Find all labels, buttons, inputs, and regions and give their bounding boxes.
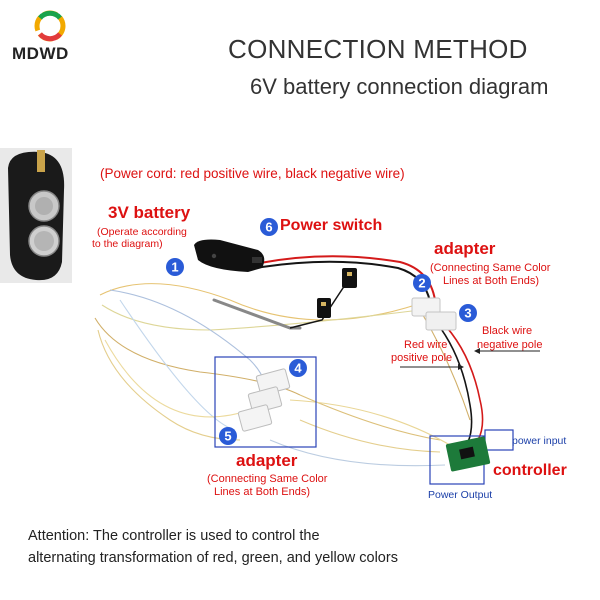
battery-note-line1: (Operate according [97,226,187,238]
black-wire-label: Black wire [482,325,533,337]
positive-pole-label: positive pole [391,352,453,364]
marker-4-label: 4 [294,361,302,376]
marker-3-icon: 3 [459,304,477,322]
marker-4-icon: 4 [289,359,307,377]
switch-block-a [342,268,357,288]
power-input-box [484,429,514,451]
power-switch-label: Power switch [280,217,383,234]
adapter-bottom-title: adapter [236,451,298,470]
adapter-bottom-box [214,356,317,448]
power-input-label: power input [512,435,567,447]
adapter-top-note-line2: Lines at Both Ends) [443,275,540,287]
marker-3-label: 3 [464,306,471,321]
marker-6-icon: 6 [260,218,278,236]
page-title: CONNECTION METHOD [228,34,528,64]
logo-text: MDWD [12,44,69,63]
negative-pole-label: negative pole [477,339,543,351]
switch-rod [212,284,346,330]
marker-6-label: 6 [265,220,272,235]
battery-box [194,239,265,272]
switch-block-b [317,298,331,318]
adapter-top-title: adapter [434,239,496,258]
red-wire-label: Red wire [404,339,448,351]
adapter-top-connectors [411,297,457,331]
marker-1-icon: 1 [166,258,184,276]
adapter-bottom-connectors [237,368,291,432]
marker-2-icon: 2 [413,274,431,292]
attention-line1: Attention: The controller is used to con… [28,528,320,544]
marker-5-icon: 5 [219,427,237,445]
battery-title: 3V battery [108,203,191,222]
logo-icon [34,10,66,42]
adapter-top-note-line1: (Connecting Same Color [430,262,551,274]
attention-line2: alternating transformation of red, green… [28,550,398,566]
battery-note-line2: to the diagram) [92,238,163,250]
adapter-bottom-note-line1: (Connecting Same Color [207,473,328,485]
marker-2-label: 2 [418,276,425,291]
adapter-bottom-note-line2: Lines at Both Ends) [214,486,311,498]
controller-board [445,436,491,472]
marker-5-label: 5 [224,429,231,444]
power-output-label: Power Output [428,489,493,501]
page-subtitle: 6V battery connection diagram [250,74,549,99]
marker-1-label: 1 [171,260,178,275]
controller-title: controller [493,462,567,479]
battery-photo [0,148,72,283]
power-cord-note: (Power cord: red positive wire, black ne… [100,166,405,181]
